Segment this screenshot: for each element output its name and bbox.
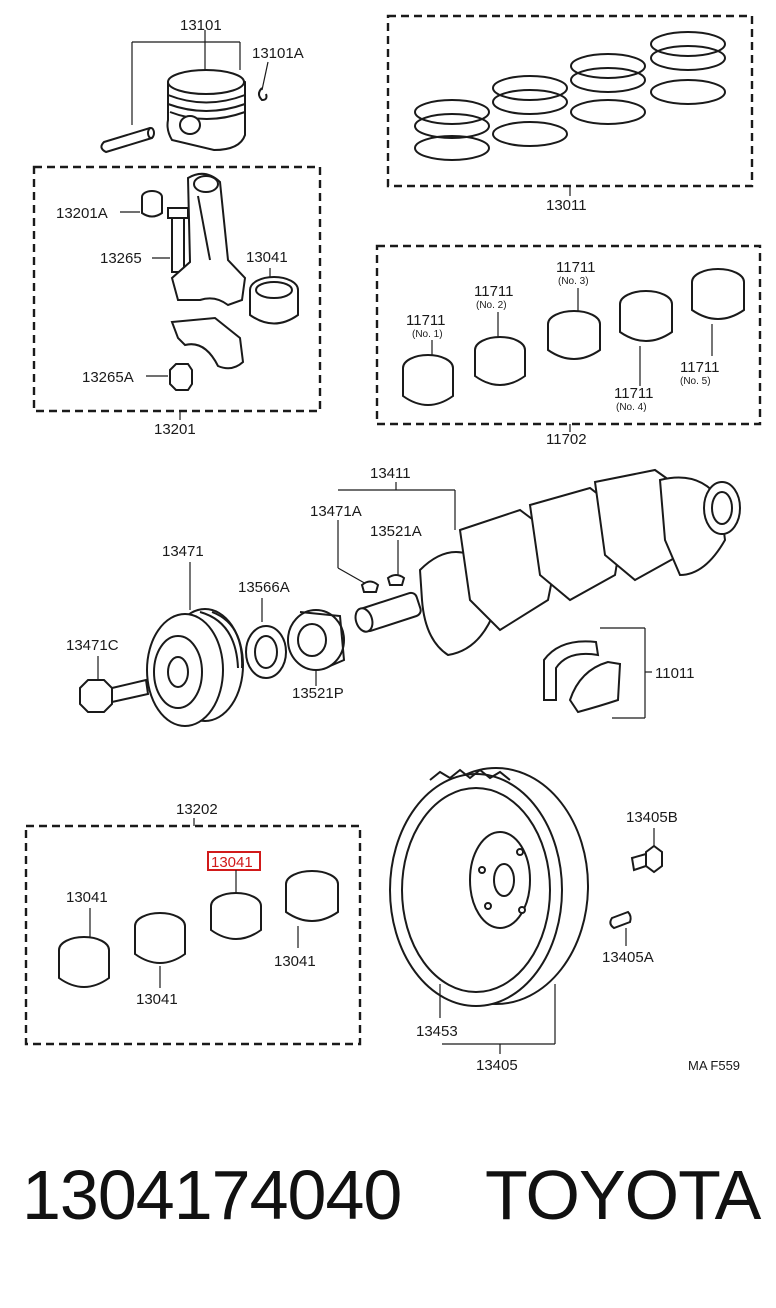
crank-bearing-icon — [210, 892, 262, 940]
flywheel-bolt-icon — [630, 844, 663, 874]
crank-bearing-icon — [134, 912, 186, 964]
part-number: 1304174040 — [22, 1156, 402, 1234]
label-bearing-no2: 11711 — [474, 283, 514, 300]
label-bearing-right: 13041 — [274, 953, 316, 970]
main-bearing-icon — [547, 310, 601, 360]
connecting-rod-icon — [170, 172, 247, 307]
label-flywheel: 13405 — [476, 1057, 518, 1074]
piston-group: 13101 13101A — [100, 17, 304, 154]
piston-ring-icon — [570, 53, 646, 125]
main-bearing-icon — [691, 268, 745, 320]
brand-name: TOYOTA — [485, 1156, 761, 1234]
piston-pin-icon — [100, 126, 155, 154]
label-thrust-washer: 11011 — [655, 665, 695, 682]
label-piston: 13101 — [180, 17, 222, 34]
crankshaft-icon — [354, 468, 741, 657]
label-bearing-no3: 11711 — [556, 259, 596, 276]
highlighted-callout[interactable]: 13041 — [207, 851, 261, 871]
conrod-bearing-icon — [249, 276, 299, 325]
bearing-set-group: 13202 13041 13041 13041 13041 — [24, 801, 362, 1046]
label-timing-pulley: 13521P — [292, 685, 344, 702]
woodruff-key-icon — [360, 580, 380, 593]
label-conrod-bearing: 13041 — [246, 249, 288, 266]
dowel-pin-icon — [609, 910, 632, 930]
label-bearing-no3-sub: (No. 3) — [558, 276, 589, 287]
flywheel-icon — [389, 767, 589, 1007]
label-bearing-no2-sub: (No. 2) — [476, 300, 507, 311]
label-bearing-no1: 11711 — [406, 312, 446, 329]
label-ring-set: 13011 — [546, 197, 587, 214]
piston-icon — [166, 69, 246, 152]
timing-pulley-icon — [287, 609, 346, 671]
flywheel-group: 13453 13405 13405B 13405A MA F559 — [389, 767, 740, 1074]
bolt-icon — [167, 207, 189, 273]
label-conrod-assembly: 13201 — [154, 421, 196, 438]
woodruff-key-icon — [386, 574, 406, 586]
label-pulley-bolt: 13471C — [66, 637, 119, 654]
label-flywheel-bolt-a: 13405A — [602, 949, 654, 966]
label-bearing-center-left: 13041 — [136, 991, 178, 1008]
crankshaft-group: 13411 13471A 13521A — [66, 465, 741, 727]
label-flywheel-bolt-b: 13405B — [626, 809, 678, 826]
piston-ring-icon — [414, 99, 490, 161]
label-conrod-bushing: 13201A — [56, 205, 108, 222]
label-bearing-no5: 11711 — [680, 359, 720, 376]
crank-bearing-icon — [285, 870, 339, 922]
label-bearing-no4-sub: (No. 4) — [616, 402, 647, 413]
label-bearing-no4: 11711 — [614, 385, 654, 402]
crank-pulley-icon — [146, 608, 244, 727]
crank-bearing-icon — [58, 936, 110, 988]
label-ring-gear: 13453 — [416, 1023, 458, 1040]
rod-cap-icon — [170, 316, 245, 370]
label-bearing-left: 13041 — [66, 889, 108, 906]
piston-ring-icon — [650, 31, 726, 105]
label-bearing-no1-sub: (No. 1) — [412, 329, 443, 340]
label-conrod-nut: 13265A — [82, 369, 134, 386]
clip-icon — [258, 87, 268, 102]
label-piston-clip: 13101A — [252, 45, 304, 62]
label-bearing-set: 13202 — [176, 801, 218, 818]
thrust-washer-icon — [543, 640, 622, 714]
highlight-box — [207, 851, 261, 871]
main-bearing-icon — [402, 354, 454, 406]
label-key-a: 13471A — [310, 503, 362, 520]
spacer-icon — [245, 625, 287, 679]
footer: 1304174040 TOYOTA — [0, 1160, 776, 1260]
label-conrod-bolt: 13265 — [100, 250, 142, 267]
label-bearing-no5-sub: (No. 5) — [680, 376, 711, 387]
label-crankshaft: 13411 — [370, 465, 411, 482]
main-bearing-icon — [619, 290, 673, 342]
piston-ring-icon — [492, 75, 568, 147]
figure-code: MA F559 — [688, 1058, 740, 1073]
conrod-group: 13201 13201A 13265 13041 13265A — [32, 165, 322, 438]
label-key-b: 13521A — [370, 523, 422, 540]
nut-icon — [169, 363, 193, 391]
pulley-bolt-icon — [79, 678, 150, 713]
main-bearing-group: 11702 11711 (No. 1) 11711 (No. 2) 11711 … — [375, 244, 762, 448]
parts-diagram: 13101 13101A 13011 — [24, 14, 762, 1074]
label-main-bearing-set: 11702 — [546, 431, 587, 448]
label-oil-seal: 13566A — [238, 579, 290, 596]
piston-ring-group: 13011 — [386, 14, 754, 214]
main-bearing-icon — [474, 336, 526, 386]
label-crank-pulley: 13471 — [162, 543, 204, 560]
bushing-icon — [141, 190, 163, 218]
label-bearing-highlighted[interactable]: 13041 — [211, 854, 253, 871]
